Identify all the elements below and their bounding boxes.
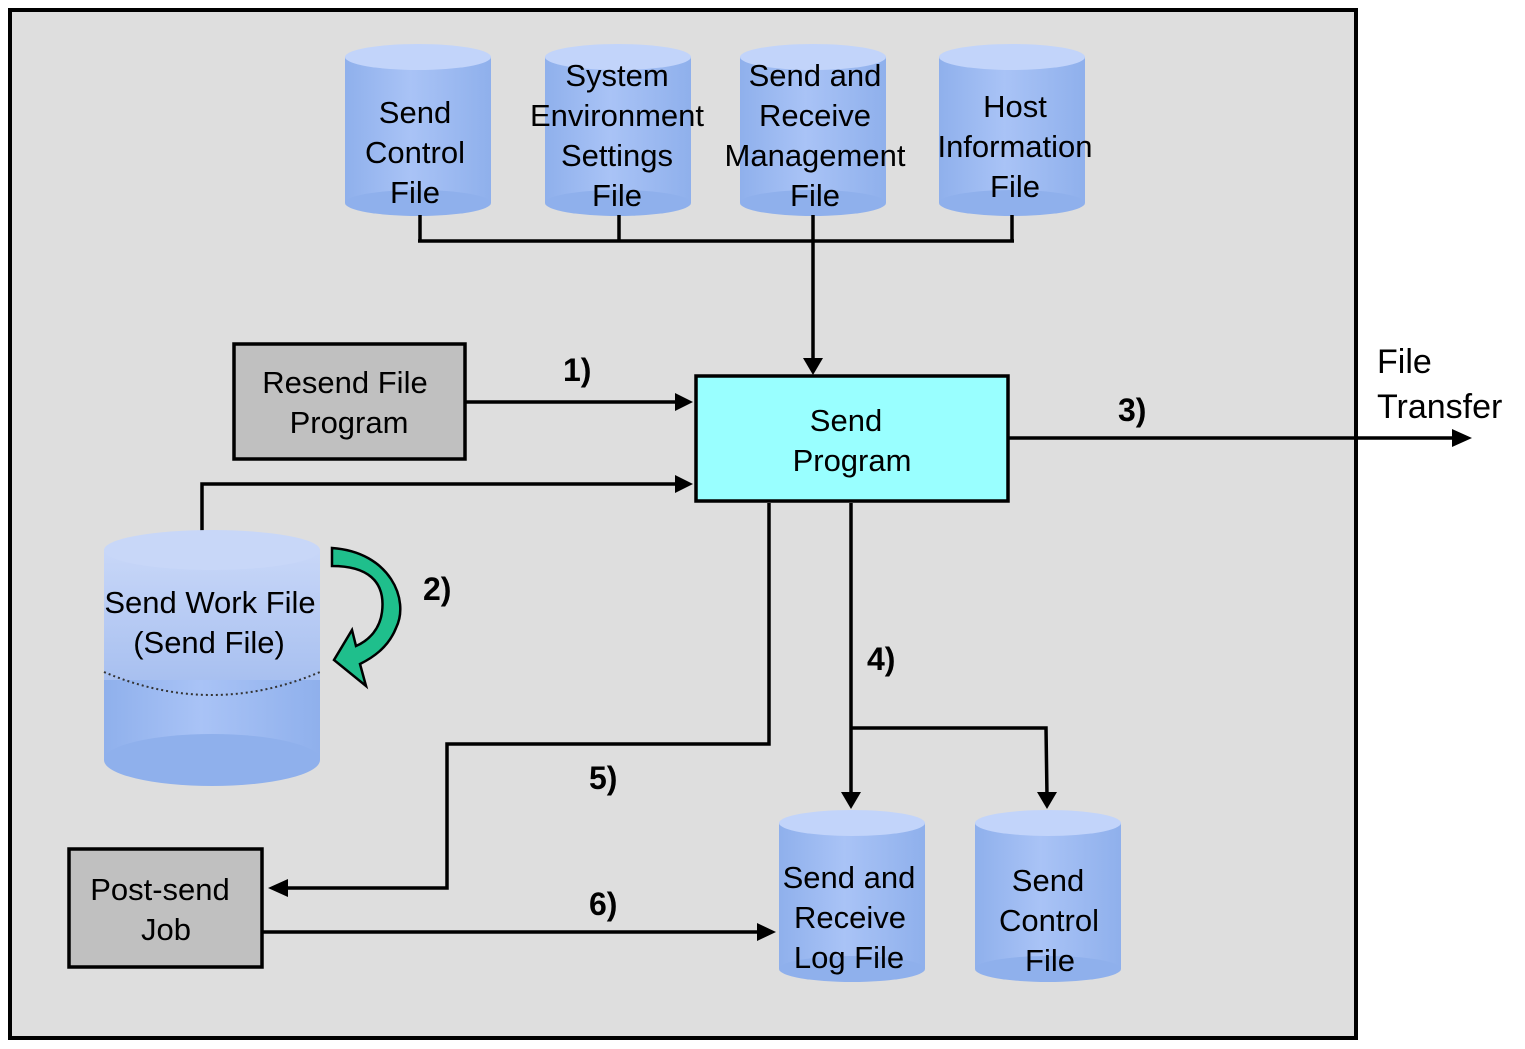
system-env-label-3: Settings	[561, 138, 673, 173]
send-control-file-top-label-2: Control	[365, 135, 465, 170]
send-program-label-2: Program	[793, 443, 912, 478]
send-program-label-1: Send	[810, 403, 882, 438]
arrow-5-head	[268, 879, 288, 897]
arrow-4-head-log	[841, 792, 861, 809]
send-work-file-label-1: Send Work File	[104, 585, 315, 620]
log-file-label-3: Log File	[794, 940, 904, 975]
resend-program-label-2: Program	[290, 405, 409, 440]
send-work-file-label-2: (Send File)	[133, 625, 285, 660]
work-file-arrow-head	[675, 475, 693, 493]
send-receive-mgmt-label-1: Send and	[749, 58, 882, 93]
arrow-1-head	[675, 393, 693, 411]
send-receive-mgmt-label-2: Receive	[759, 98, 871, 133]
step-1-label: 1)	[563, 352, 591, 388]
host-information-file: Host Information File	[937, 44, 1093, 216]
arrow-4-branch-line	[851, 726, 1049, 797]
step-2-label: 2)	[423, 571, 451, 607]
send-control-file-bottom-label-3: File	[1025, 943, 1075, 978]
system-env-label-1: System	[565, 58, 668, 93]
send-control-file-top: Send Control File	[345, 44, 491, 216]
system-env-label-2: Environment	[530, 98, 704, 133]
top-bus-connector	[418, 215, 1014, 375]
host-info-label-1: Host	[983, 89, 1047, 124]
step-5-label: 5)	[589, 760, 617, 796]
resend-file-program-box: Resend File Program	[232, 342, 467, 461]
send-receive-management-file: Send and Receive Management File	[725, 44, 906, 216]
system-environment-settings-file: System Environment Settings File	[530, 44, 704, 216]
post-send-job-label-2: Job	[141, 912, 191, 947]
resend-program-label-1: Resend File	[262, 365, 427, 400]
step-4-label: 4)	[867, 641, 895, 677]
file-transfer-label-2: Transfer	[1377, 388, 1502, 426]
send-control-file-bottom-label-2: Control	[999, 903, 1099, 938]
send-work-file: Send Work File (Send File)	[103, 530, 321, 786]
send-receive-mgmt-label-4: File	[790, 178, 840, 213]
rotate-arrow-icon	[330, 546, 402, 690]
work-file-to-send-program-line	[200, 482, 680, 532]
arrow-6-head	[757, 923, 776, 941]
arrow-5-line	[284, 503, 771, 890]
arrow-4-head-control	[1037, 792, 1057, 809]
send-control-file-top-label-3: File	[390, 175, 440, 210]
log-file-label-1: Send and	[783, 860, 916, 895]
file-transfer-label-1: File	[1377, 343, 1432, 381]
host-info-label-3: File	[990, 169, 1040, 204]
send-control-file-bottom: Send Control File	[975, 810, 1121, 982]
send-control-file-bottom-label-1: Send	[1012, 863, 1084, 898]
log-file-label-2: Receive	[794, 900, 906, 935]
post-send-job-box: Post-send Job	[67, 847, 264, 969]
host-info-label-2: Information	[937, 129, 1092, 164]
system-env-label-4: File	[592, 178, 642, 213]
step-6-label: 6)	[589, 886, 617, 922]
post-send-job-label-1: Post-send	[90, 872, 230, 907]
send-program-box: Send Program	[694, 374, 1010, 503]
arrow-into-send-program-top	[803, 358, 823, 375]
send-control-file-top-label-1: Send	[379, 95, 451, 130]
arrow-3-head	[1452, 429, 1472, 447]
step-3-label: 3)	[1118, 392, 1146, 428]
send-receive-mgmt-label-3: Management	[725, 138, 906, 173]
send-receive-log-file: Send and Receive Log File	[779, 810, 925, 982]
